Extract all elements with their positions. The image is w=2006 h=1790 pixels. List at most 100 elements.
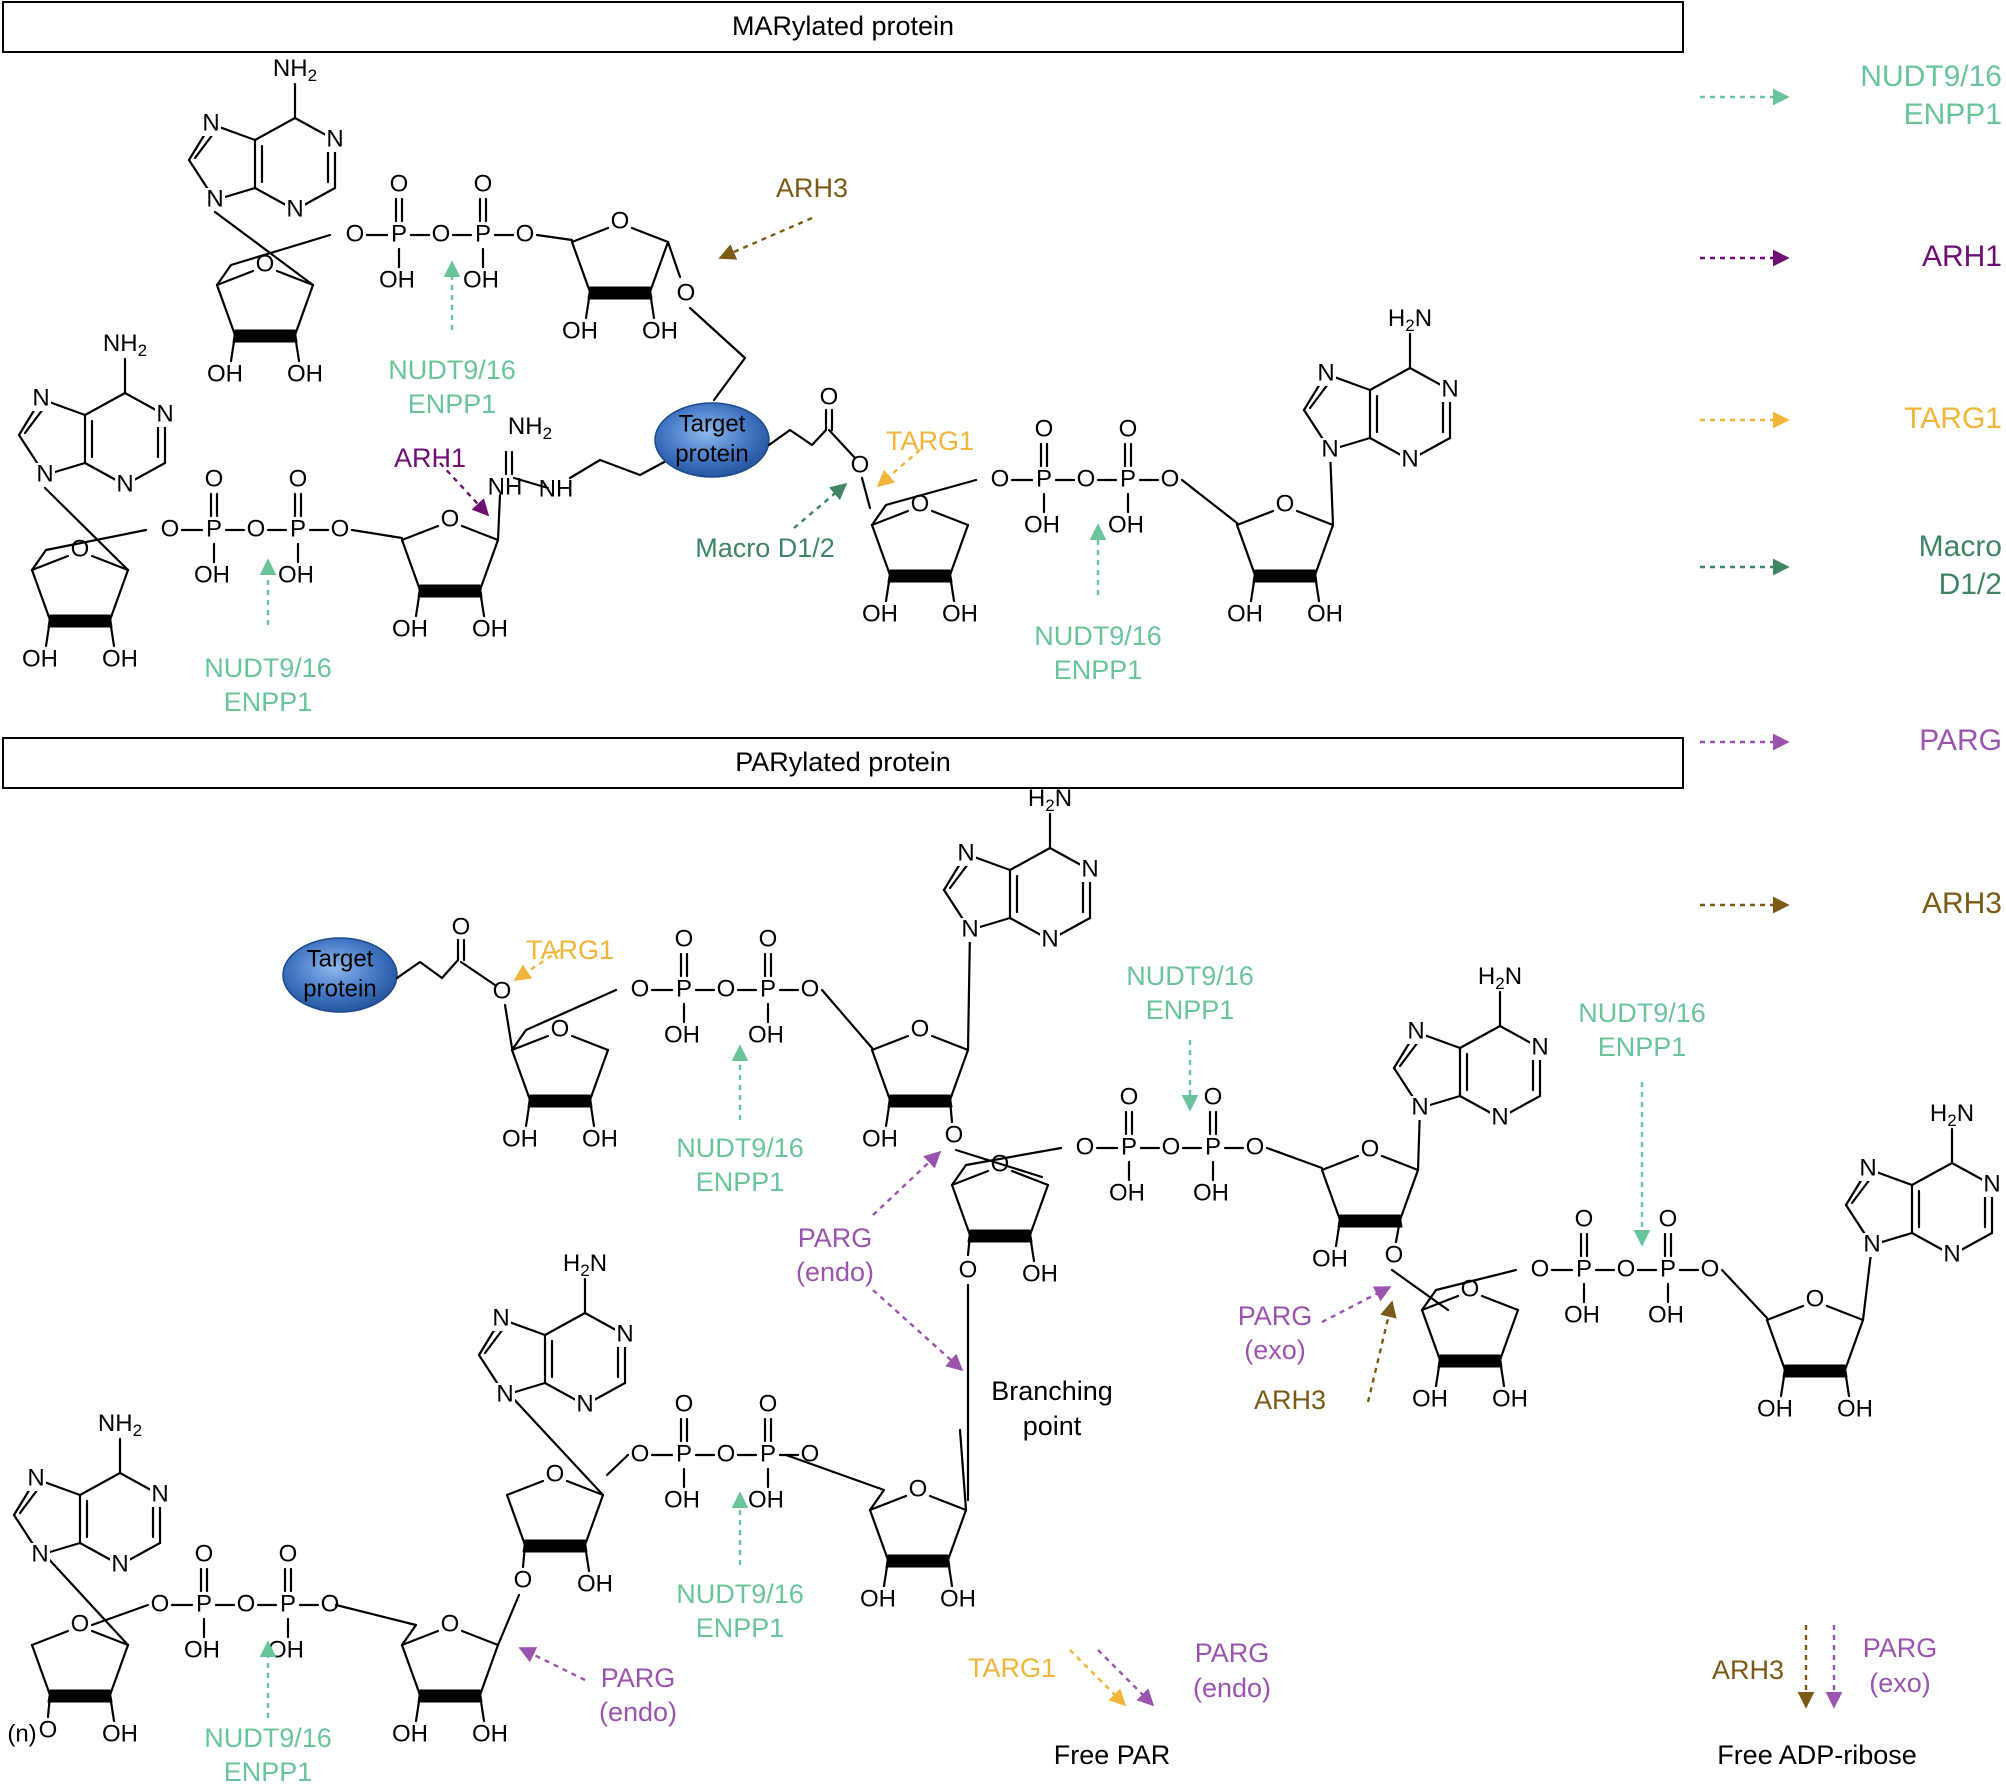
bond	[1295, 509, 1335, 527]
bond	[334, 1603, 418, 1647]
hydroxyl: OH	[1564, 1301, 1600, 1328]
ribose-wedge	[887, 569, 953, 583]
bond	[966, 928, 972, 1052]
glycosidic-oxygen: O	[945, 1121, 964, 1148]
phosphate-oxygen: O	[801, 975, 820, 1002]
ribose-wedge	[522, 1539, 588, 1553]
bond	[966, 1233, 972, 1257]
hydroxyl: OH	[102, 1720, 138, 1747]
bond	[400, 1629, 440, 1647]
hydroxyl: OH	[472, 615, 508, 642]
bond	[1334, 1218, 1342, 1248]
label-layer: NUDT9/16ENPP1NUDT9/16ENPP1NUDT9/16ENPP1A…	[204, 173, 1937, 1787]
bond	[521, 1543, 527, 1569]
nudt-label-3-line1: NUDT9/16	[1034, 621, 1162, 651]
nitrogen-label: N	[1983, 1170, 2000, 1197]
bond	[478, 588, 486, 618]
hydroxyl: OH	[577, 1570, 613, 1597]
bond	[1843, 1318, 1865, 1372]
bond	[275, 269, 315, 287]
ribose-wedge	[47, 614, 113, 628]
nitrogen-label: N	[326, 125, 343, 152]
bond	[1249, 573, 1257, 603]
bond	[108, 618, 116, 648]
bond	[459, 960, 497, 987]
nitrogen-label: N	[961, 915, 978, 942]
phosphoryl-oxygen: O	[289, 465, 308, 492]
bond	[108, 568, 130, 622]
hydroxyl: OH	[562, 317, 598, 344]
phosphorus: P	[196, 1590, 212, 1617]
atom-mask	[155, 403, 175, 427]
bond	[215, 283, 237, 337]
phosphate-oxygen: O	[631, 1440, 650, 1467]
branching-point-label-line2: point	[1023, 1411, 1082, 1441]
atom-mask	[1530, 1036, 1550, 1060]
bond	[30, 1643, 52, 1697]
ester-oxygen: O	[851, 451, 870, 478]
hydroxyl: OH	[1024, 511, 1060, 538]
amine-label: NH2	[508, 413, 552, 443]
bond	[948, 523, 970, 577]
amine-label: H2N	[1028, 785, 1072, 815]
hydroxyl: OH	[287, 360, 323, 387]
nitrogen-label: N	[1401, 445, 1418, 472]
nudt-label-5-line1: NUDT9/16	[1126, 961, 1254, 991]
bond	[1720, 1268, 1769, 1320]
bond	[1843, 1368, 1851, 1398]
bond	[293, 283, 315, 337]
bond	[83, 391, 127, 417]
atom-mask	[615, 1323, 635, 1347]
bond	[1028, 1233, 1036, 1263]
arh3-arrow	[718, 216, 813, 260]
nitrogen-label: N	[492, 1304, 509, 1331]
phosphate-oxygen: O	[991, 465, 1010, 492]
bond	[868, 1494, 908, 1512]
nudt-label-6-line1: NUDT9/16	[1578, 998, 1706, 1028]
bond	[512, 476, 550, 490]
bond	[90, 1629, 130, 1647]
bond	[508, 1393, 605, 1497]
nudt-label-2-line1: NUDT9/16	[204, 653, 332, 683]
bond	[784, 1453, 886, 1512]
atom-mask	[205, 188, 225, 212]
ribose-wedge	[417, 584, 483, 598]
bond	[565, 1479, 605, 1497]
ring-oxygen: O	[909, 1475, 928, 1502]
ring-oxygen: O	[441, 505, 460, 532]
ribose-wedge	[967, 1229, 1033, 1243]
hydroxyl: OH	[940, 1585, 976, 1612]
bond	[30, 528, 148, 572]
bond	[496, 493, 502, 542]
ring-oxygen: O	[71, 1610, 90, 1637]
free-par-label: Free PAR	[1054, 1740, 1171, 1770]
phosphorus: P	[391, 220, 407, 247]
bond	[950, 1146, 1063, 1187]
atom-mask	[1320, 438, 1340, 462]
target-protein-label-line1: Target	[307, 945, 374, 972]
hydroxyl: OH	[1227, 600, 1263, 627]
phosphate-oxygen: O	[432, 220, 451, 247]
glycosidic-oxygen: O	[959, 1256, 978, 1283]
target-protein-label-line1: Target	[679, 410, 746, 437]
ribose-wedge	[1782, 1364, 1848, 1378]
phosphate-oxygen: O	[237, 1590, 256, 1617]
bond	[946, 1508, 968, 1562]
legend-macro-label-line2: D1/2	[1939, 568, 2002, 601]
phosphate-oxygen: O	[346, 220, 365, 247]
nitrogen-label: N	[1441, 375, 1458, 402]
hydroxyl: OH	[1193, 1179, 1229, 1206]
phosphorus: P	[1205, 1133, 1221, 1160]
nitrogen-label: N	[36, 460, 53, 487]
phosphorus: P	[676, 975, 692, 1002]
hydroxyl: OH	[194, 561, 230, 588]
atom-mask	[150, 1483, 170, 1507]
amine-label: H2N	[1478, 963, 1522, 993]
bond	[503, 1003, 514, 1050]
hydroxyl: OH	[207, 360, 243, 387]
phosphate-oxygen: O	[717, 1440, 736, 1467]
